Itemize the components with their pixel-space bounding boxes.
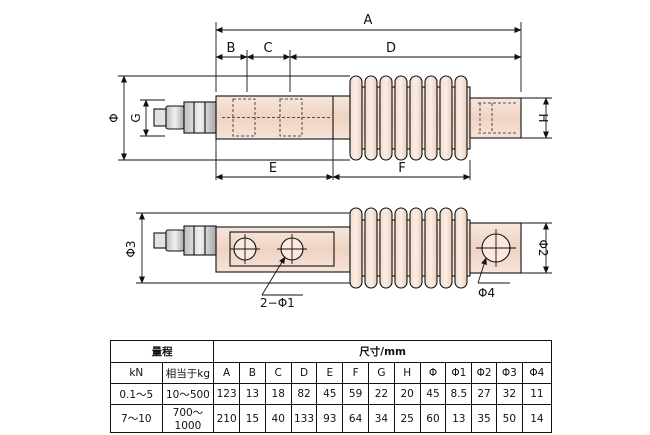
table-cell: 13	[445, 404, 473, 433]
cable-gland-nut	[165, 229, 185, 252]
dim-col-header: Φ	[419, 362, 447, 384]
table-cell: 34	[368, 404, 395, 433]
bellows-rib	[379, 207, 393, 289]
table-cell: 82	[290, 383, 318, 405]
range-header: 量程	[109, 340, 215, 363]
bellows-rib	[364, 207, 378, 289]
bellows-ribs	[349, 207, 468, 289]
table-cell: 25	[393, 404, 421, 433]
bellows-rib	[364, 75, 378, 161]
bellows-rib	[424, 75, 438, 161]
row-kn: 7～10	[110, 404, 163, 433]
table-cell: 64	[342, 404, 369, 433]
table-row: 0.1～5 10～500 123 13 18 82 45 59 22 20 45…	[110, 383, 553, 405]
table-cell: 18	[264, 383, 292, 405]
dim-col-header: A	[213, 362, 241, 384]
table-cell: 27	[471, 383, 497, 405]
dim-col-header: Φ1	[445, 362, 473, 384]
dim-g-label: G	[129, 113, 143, 122]
dim-c-label: C	[263, 41, 272, 56]
table-cell: 45	[316, 383, 344, 405]
dim-col-header: Φ3	[495, 362, 523, 384]
table-header-row: 量程 尺寸/mm	[109, 340, 552, 363]
dim-d-label: D	[386, 41, 396, 56]
dim-a-label: A	[364, 13, 373, 28]
cable-stub	[153, 108, 167, 127]
table-cell: 40	[264, 404, 292, 433]
dim-phi2-label: Φ2	[536, 239, 550, 256]
dim-col-header: C	[264, 362, 292, 384]
bellows-rib	[424, 207, 438, 289]
col-kn-header: kN	[110, 362, 163, 384]
row-kn: 0.1～5	[110, 383, 163, 405]
table-cell: 20	[393, 383, 421, 405]
dim-e-label: E	[269, 161, 277, 176]
bellows-rib	[454, 75, 468, 161]
table-cell: 8.5	[445, 383, 473, 405]
top-view: Φ3	[124, 207, 552, 310]
cable-gland	[183, 225, 217, 256]
dims-header: 尺寸/mm	[213, 340, 552, 363]
table-cell: 15	[239, 404, 266, 433]
dim-phi3-label: Φ3	[124, 240, 138, 257]
dim-col-header: H	[393, 362, 421, 384]
dim-col-header: Φ4	[521, 362, 553, 384]
dim-h-label: H	[536, 113, 550, 122]
cable-stub	[153, 232, 167, 249]
cable-gland-nut	[165, 105, 185, 130]
dim-col-header: E	[316, 362, 344, 384]
bellows-rib	[409, 207, 423, 289]
table-cell: 50	[495, 404, 523, 433]
dim-b-label: B	[227, 41, 236, 56]
bellows-rib	[394, 75, 408, 161]
table-cell: 123	[213, 383, 241, 405]
row-kg: 700～1000	[161, 404, 215, 433]
bellows-rib	[349, 207, 363, 289]
dim-col-header: G	[368, 362, 395, 384]
dim-col-header: B	[239, 362, 266, 384]
bellows-ribs	[349, 75, 468, 161]
bellows-rib	[409, 75, 423, 161]
cable-gland	[183, 101, 217, 134]
dim-col-header: D	[290, 362, 318, 384]
dim-phi1-label: 2−Φ1	[260, 296, 295, 310]
table-cell: 14	[521, 404, 553, 433]
bellows-rib	[439, 75, 453, 161]
table-cell: 210	[213, 404, 241, 433]
load-end-block	[469, 97, 522, 139]
table-cell: 60	[419, 404, 447, 433]
dim-phi4-label: Φ4	[478, 286, 495, 300]
side-view: A B C D Φ G	[107, 13, 552, 180]
bellows-rib	[379, 75, 393, 161]
dim-col-header: Φ2	[471, 362, 497, 384]
row-kg: 10～500	[161, 383, 215, 405]
table-cell: 133	[290, 404, 318, 433]
table-cell: 93	[316, 404, 344, 433]
table-cell: 59	[342, 383, 369, 405]
table-cell: 13	[239, 383, 266, 405]
table-cell: 45	[419, 383, 447, 405]
dimension-table: 量程 尺寸/mm kN 相当于kg A B C D E F G H Φ Φ1 Φ…	[109, 340, 553, 433]
table-cell: 35	[471, 404, 497, 433]
bellows-rib	[439, 207, 453, 289]
load-cell-drawing: A B C D Φ G	[107, 13, 552, 310]
table-cell: 32	[495, 383, 523, 405]
phi4-leader	[477, 257, 487, 284]
phi1-leader	[261, 256, 286, 296]
table-row: 7～10 700～1000 210 15 40 133 93 64 34 25 …	[110, 404, 553, 433]
bellows-rib	[454, 207, 468, 289]
dim-f-label: F	[398, 161, 405, 176]
table-subheader-row: kN 相当于kg A B C D E F G H Φ Φ1 Φ2 Φ3 Φ4	[110, 362, 553, 384]
bellows-rib	[349, 75, 363, 161]
dim-col-header: F	[342, 362, 369, 384]
col-kg-header: 相当于kg	[161, 362, 215, 384]
bellows-rib	[394, 207, 408, 289]
table-cell: 11	[521, 383, 553, 405]
table-cell: 22	[368, 383, 395, 405]
dim-phi-label: Φ	[107, 113, 121, 122]
